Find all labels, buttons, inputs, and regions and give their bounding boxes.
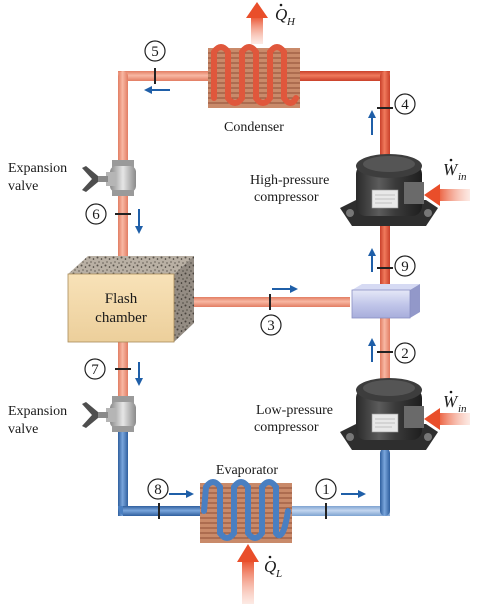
flash-chamber-label-line2: chamber	[95, 310, 147, 326]
state-3-label: 3	[260, 314, 282, 336]
expansion-valve-top-label-line2: valve	[8, 179, 38, 194]
flow-arrows	[135, 86, 376, 498]
flow-arrow-down-6	[135, 209, 143, 234]
flash-chamber	[67, 256, 194, 343]
flow-arrow-up-9	[368, 248, 376, 272]
state-8-label: 8	[147, 478, 169, 500]
flow-arrow-right-8	[169, 490, 194, 498]
evaporator-label: Evaporator	[216, 463, 279, 478]
lp-compressor-label-line2: compressor	[254, 420, 319, 435]
svg-text:2: 2	[401, 346, 409, 362]
pipe-8-vertical	[118, 432, 128, 516]
low-pressure-compressor	[340, 378, 438, 450]
pipe-4-line-top	[298, 71, 390, 81]
win-bottom-heat-arrow	[424, 408, 470, 430]
svg-text:in: in	[458, 403, 467, 415]
pipe-2-line	[380, 316, 390, 396]
state-labels: 5 4 6 9 3 2 7 8	[84, 40, 416, 500]
hp-compressor-label-line1: High-pressure	[250, 173, 329, 188]
state-6-label: 6	[85, 203, 107, 225]
flow-arrow-right-3	[272, 285, 298, 293]
svg-text:H: H	[286, 16, 296, 28]
state-2-label: 2	[394, 342, 416, 364]
svg-text:3: 3	[267, 318, 275, 334]
pipe-1-vertical	[380, 448, 390, 516]
qh-heat-arrow	[246, 2, 268, 44]
pipe-left-upper-vertical	[118, 71, 128, 166]
pipe-5-line	[118, 71, 208, 81]
expansion-valve-top	[82, 160, 136, 196]
svg-text:8: 8	[154, 482, 162, 498]
flow-arrow-right-1	[341, 490, 366, 498]
svg-text:L: L	[275, 568, 282, 580]
ql-heat-arrow	[237, 544, 259, 604]
state-9-label: 9	[394, 255, 416, 277]
flow-arrow-up-4	[368, 110, 376, 135]
svg-text:7: 7	[91, 362, 99, 378]
svg-text:Q: Q	[264, 557, 276, 576]
expansion-valve-bottom	[82, 396, 136, 432]
flow-arrow-up-2	[368, 338, 376, 362]
expansion-valve-bottom-label-line2: valve	[8, 422, 38, 437]
win-top-heat-arrow	[424, 184, 470, 206]
state-ticks	[115, 68, 393, 519]
svg-text:in: in	[458, 171, 467, 183]
ql-label: Q L	[264, 555, 282, 580]
expansion-valve-bottom-label-line1: Expansion	[8, 404, 67, 419]
svg-text:1: 1	[322, 482, 330, 498]
qh-label: Q H	[275, 3, 296, 28]
flow-arrow-down-7	[135, 362, 143, 386]
condenser-label: Condenser	[224, 120, 284, 135]
svg-text:W: W	[443, 392, 459, 411]
expansion-valve-top-label-line1: Expansion	[8, 161, 67, 176]
svg-text:W: W	[443, 160, 459, 179]
svg-text:9: 9	[401, 259, 409, 275]
pipe-1-horizontal	[290, 506, 390, 516]
mixing-chamber	[351, 284, 420, 319]
state-1-label: 1	[315, 478, 337, 500]
evaporator	[200, 479, 292, 543]
condenser	[208, 44, 300, 108]
state-7-label: 7	[84, 358, 106, 380]
hp-compressor-label-line2: compressor	[254, 190, 319, 205]
win-top-label: W in	[443, 158, 467, 183]
high-pressure-compressor	[340, 154, 438, 226]
svg-text:6: 6	[92, 207, 100, 223]
lp-compressor-label-line1: Low-pressure	[256, 403, 333, 418]
pipe-9-line	[380, 222, 390, 288]
flow-arrow-left-top	[144, 86, 170, 94]
state-4-label: 4	[394, 93, 416, 115]
svg-text:5: 5	[151, 44, 159, 60]
pipe-4-line-right	[380, 71, 390, 171]
svg-text:Q: Q	[275, 5, 287, 24]
svg-text:4: 4	[401, 97, 409, 113]
pipe-6-line	[118, 192, 128, 264]
flash-chamber-label-line1: Flash	[105, 291, 138, 307]
win-bottom-label: W in	[443, 390, 467, 415]
state-5-label: 5	[144, 40, 166, 62]
pipe-8-horizontal	[123, 506, 203, 516]
pipe-7-line	[118, 340, 128, 402]
